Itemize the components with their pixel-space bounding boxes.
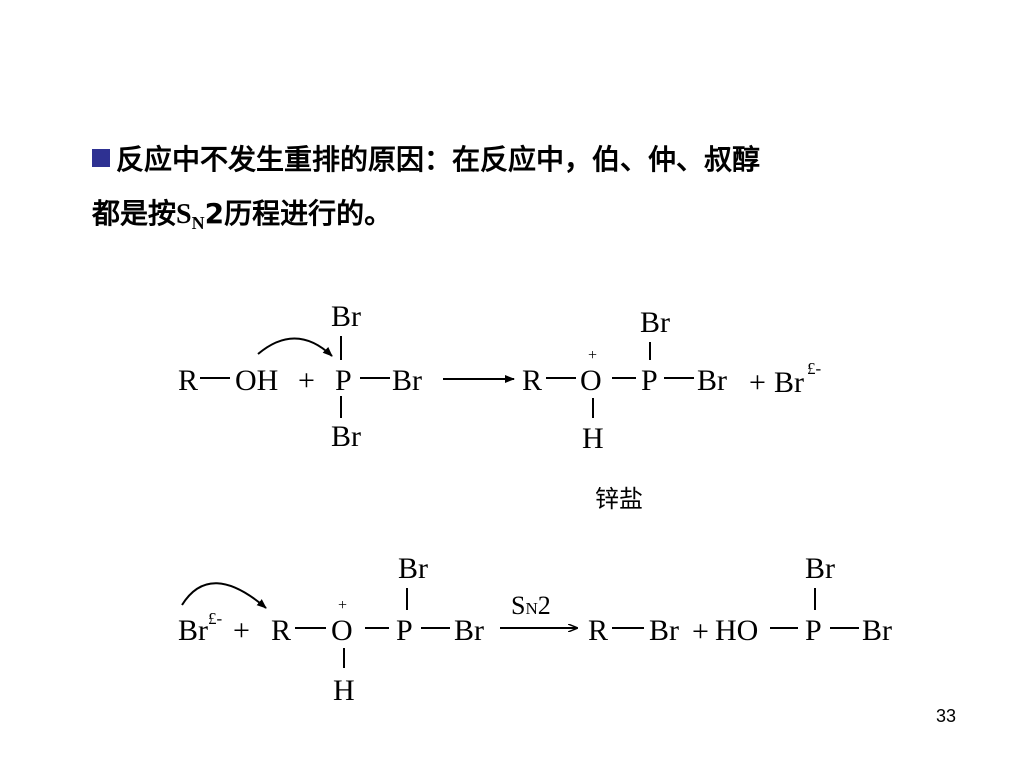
sn2-subscript: N <box>191 213 205 233</box>
r2-product-br-top: Br <box>805 552 835 585</box>
statement-line-1: 反应中不发生重排的原因：在反应中，伯、仲、叔醇 <box>92 140 760 180</box>
r1-plus-2: + <box>749 366 766 399</box>
r2-arrow-label-sub: N <box>525 599 537 618</box>
r2-br-ion-charge: £- <box>208 609 223 628</box>
r2-product-br: Br <box>649 614 679 647</box>
r1-product-name: 锌盐 <box>595 485 643 513</box>
r2-product-br-right: Br <box>862 614 892 647</box>
r1-curved-arrow-icon <box>257 337 333 357</box>
r1-OH: OH <box>235 364 278 397</box>
r2-H: H <box>333 674 355 707</box>
r2-oxonium-charge: + <box>338 597 347 614</box>
sn2-s: S <box>176 199 192 230</box>
r1-product-R: R <box>522 364 542 397</box>
r2-HO: HO <box>715 614 758 647</box>
r2-R: R <box>271 614 291 647</box>
r1-pbr3-br-top: Br <box>331 300 361 333</box>
statement-line-1-text: 反应中不发生重排的原因：在反应中，伯、仲、叔醇 <box>116 143 761 176</box>
r1-oxonium-charge: + <box>588 347 597 364</box>
r2-O: O <box>331 614 353 647</box>
reaction-2: Br £- + R + O H Br P Br SN2 R Br + HO Br <box>178 552 892 707</box>
r1-product-O: O <box>580 364 602 397</box>
r1-product-br-top: Br <box>640 306 670 339</box>
r1-pbr3-P: P <box>335 364 352 397</box>
r1-byproduct-charge: £- <box>807 359 822 378</box>
r2-curved-arrow-icon <box>181 582 267 609</box>
r1-pbr3-br-bottom: Br <box>331 420 361 453</box>
statement-line-2: 都是按SN2历程进行的。 <box>92 194 392 243</box>
reaction-1: R OH + Br P Br Br R + O H Br P Br + <box>178 300 822 513</box>
r2-br-top: Br <box>398 552 428 585</box>
r2-plus-2: + <box>692 615 709 648</box>
r2-product-R: R <box>588 614 608 647</box>
r2-br-right: Br <box>454 614 484 647</box>
r2-plus: + <box>233 614 250 647</box>
r2-arrow-label: SN2 <box>511 591 551 620</box>
r1-product-P: P <box>641 364 658 397</box>
r1-pbr3-br-right: Br <box>392 364 422 397</box>
bullet-square-icon <box>92 149 110 167</box>
r1-byproduct-br: Br <box>774 366 804 399</box>
r1-product-br-right: Br <box>697 364 727 397</box>
r2-arrow-label-s: S <box>511 591 525 620</box>
r1-product-H: H <box>582 422 604 455</box>
r2-br-ion: Br <box>178 614 208 647</box>
r2-product-P: P <box>805 614 822 647</box>
statement-line-2-prefix: 都是按 <box>92 197 177 230</box>
r1-R: R <box>178 364 198 397</box>
r2-P: P <box>396 614 413 647</box>
r2-arrow-label-2: 2 <box>538 591 551 620</box>
statement-line-2-suffix: 2历程进行的。 <box>204 197 393 230</box>
page-number: 33 <box>936 706 957 726</box>
r1-plus: + <box>298 364 315 397</box>
